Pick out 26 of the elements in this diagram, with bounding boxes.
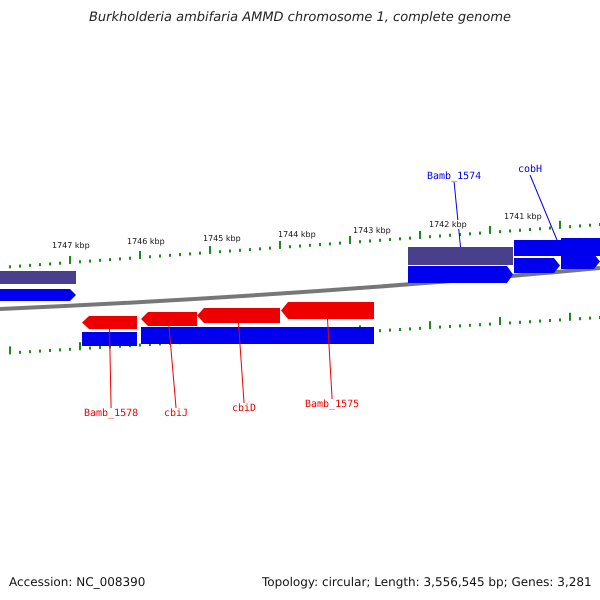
scale-label: 1742 kbp	[429, 220, 467, 229]
footer-text: Topology: circular; Length: 3,556,545 bp; Genes: 3,281	[262, 575, 592, 589]
gene-label: cobH	[518, 164, 542, 175]
leader-line	[109, 328, 112, 408]
leader-line	[327, 318, 333, 400]
title: Burkholderia ambifaria AMMD chromosome 1, complete genome	[88, 10, 512, 25]
leader-line	[454, 182, 461, 248]
gene-feature	[197, 308, 280, 323]
gene-bar	[408, 247, 513, 265]
scale-label: 1743 kbp	[353, 226, 391, 235]
gene-label: Bamb_1574	[427, 171, 482, 182]
scale-label: 1745 kbp	[203, 234, 241, 243]
gene-feature	[281, 302, 374, 319]
gene-label: Bamb_1575	[305, 399, 360, 410]
scale-label: 1744 kbp	[278, 230, 316, 239]
scale-label: 1741 kbp	[504, 212, 542, 221]
scale-label: 1747 kbp	[52, 241, 90, 250]
gene-label: cbiJ	[164, 408, 188, 419]
leader-line	[168, 326, 177, 408]
footer-text: Accession: NC_008390	[9, 575, 146, 589]
gene-feature	[82, 316, 137, 329]
gene-label: Bamb_1578	[84, 408, 138, 419]
leader-line	[530, 174, 558, 240]
scale-label: 1746 kbp	[127, 237, 165, 246]
leader-line	[238, 322, 245, 404]
gene-label: cbiD	[232, 403, 256, 414]
